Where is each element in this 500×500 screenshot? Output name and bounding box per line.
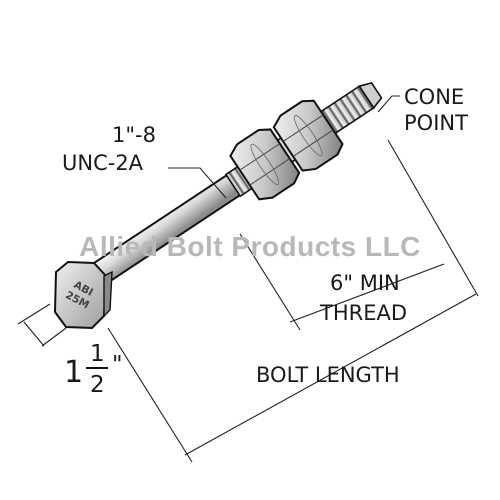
bolt-length-dim-line — [184, 293, 477, 456]
head-size-label: 1 1 2 " — [64, 341, 123, 398]
head-size-whole: 1 — [64, 355, 83, 390]
head-size-denominator: 2 — [90, 372, 105, 398]
cone-point-leader — [377, 95, 400, 113]
square-head: ABI 25M — [53, 260, 113, 330]
head-width-dim-line — [23, 321, 45, 347]
min-thread-line2: THREAD — [319, 301, 407, 325]
bolt-length-label: BOLT LENGTH — [256, 363, 400, 387]
bolt-length-ext-1 — [107, 327, 193, 463]
min-thread-ext-1 — [239, 233, 301, 331]
hex-nut-inner — [229, 128, 301, 201]
cone-point-line2: POINT — [404, 111, 468, 135]
min-thread-ext-2 — [387, 139, 479, 297]
cone-point-line1: CONE — [404, 85, 464, 109]
watermark: Allied Bolt Products LLC — [79, 231, 421, 262]
head-width-ext-2 — [41, 327, 67, 347]
hex-nut-outer — [272, 99, 344, 172]
thread-spec-leader — [168, 167, 227, 199]
head-size-unit: " — [112, 352, 123, 378]
bolt-assembly — [78, 81, 383, 294]
cone-point-tip — [358, 81, 383, 110]
thread-spec-line2: UNC-2A — [62, 151, 144, 175]
head-size-numerator: 1 — [90, 341, 105, 367]
thread-spec-line1: 1"-8 — [112, 123, 156, 147]
min-thread-line1: 6" MIN — [330, 271, 400, 295]
min-thread-dim-line — [289, 263, 445, 323]
head-width-ext-1 — [17, 303, 51, 325]
